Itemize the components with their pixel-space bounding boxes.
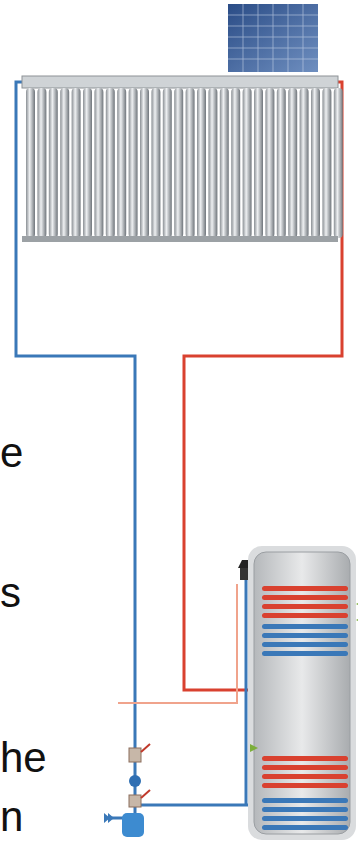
vacuum-tube <box>129 88 138 238</box>
heat-exchanger-coil <box>262 765 348 770</box>
heat-exchanger-coil <box>262 798 348 803</box>
heat-exchanger-coil <box>262 783 348 788</box>
vacuum-tube <box>231 88 240 238</box>
heat-exchanger-coil <box>262 774 348 779</box>
pump-group <box>104 744 150 837</box>
vacuum-tube <box>197 88 206 238</box>
vacuum-tube <box>311 88 320 238</box>
heat-exchanger-coil <box>262 825 348 830</box>
panel-icon <box>228 4 318 72</box>
vacuum-tube <box>151 88 160 238</box>
heat-exchanger-coil <box>262 586 348 591</box>
vacuum-tube <box>94 88 103 238</box>
heat-exchanger-coil <box>262 807 348 812</box>
vacuum-tube <box>106 88 115 238</box>
vacuum-tube <box>186 88 195 238</box>
vacuum-tube <box>243 88 252 238</box>
vacuum-tube <box>265 88 274 238</box>
vacuum-tube <box>208 88 217 238</box>
vacuum-tube <box>140 88 149 238</box>
vacuum-tube <box>37 88 46 238</box>
heat-exchanger-coil <box>262 624 348 629</box>
vacuum-tube <box>220 88 229 238</box>
vacuum-tube <box>72 88 81 238</box>
heat-exchanger-coil <box>262 595 348 600</box>
storage-tank <box>248 546 358 840</box>
vacuum-tube <box>334 88 343 238</box>
vacuum-tube <box>174 88 183 238</box>
slide-text-fragment: e <box>0 432 23 474</box>
vacuum-tube <box>163 88 172 238</box>
slide-text-fragment: s <box>0 572 21 614</box>
heat-exchanger-coil <box>262 651 348 656</box>
vacuum-tube <box>117 88 126 238</box>
vacuum-tube <box>288 88 297 238</box>
slide-text-fragment: n <box>0 796 23 838</box>
vacuum-tube <box>49 88 58 238</box>
heat-exchanger-coil <box>262 816 348 821</box>
heat-exchanger-coil <box>262 642 348 647</box>
vacuum-tube-collector <box>22 76 343 242</box>
vacuum-tube <box>322 88 331 238</box>
heat-exchanger-coil <box>262 613 348 618</box>
vacuum-tube <box>26 88 35 238</box>
vacuum-tube <box>277 88 286 238</box>
heat-exchanger-coil <box>262 604 348 609</box>
heat-exchanger-coil <box>262 633 348 638</box>
heat-exchanger-coil <box>262 756 348 761</box>
vacuum-tube <box>60 88 69 238</box>
vacuum-tube <box>300 88 309 238</box>
vacuum-tube <box>254 88 263 238</box>
vacuum-tube <box>83 88 92 238</box>
slide-text-fragment: he <box>0 737 47 779</box>
